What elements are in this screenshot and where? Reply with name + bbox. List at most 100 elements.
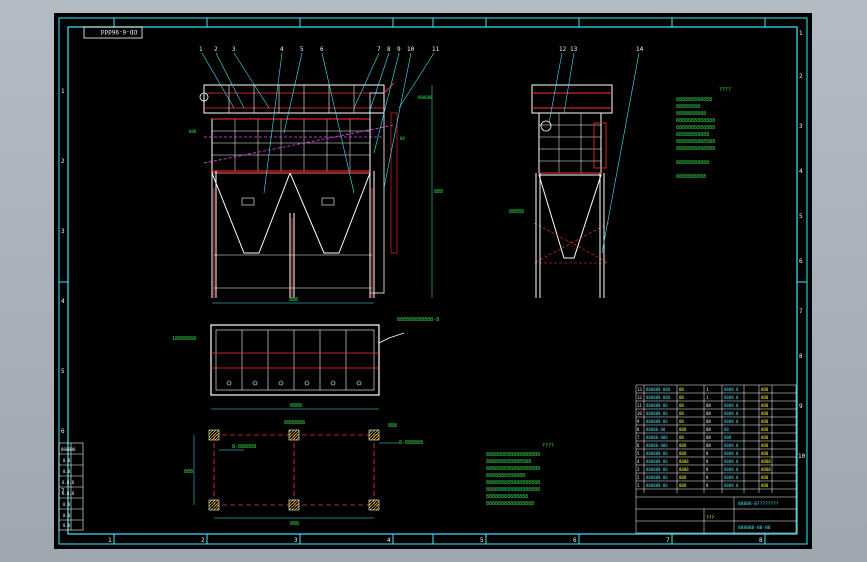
bom-cell: 3: [637, 467, 640, 472]
drawing-canvas[interactable]: 1 2 3 4 5 6 7 8 1 2 3 4 5 6 7 8 9 10 1 2…: [54, 13, 812, 549]
bom-cell: 8888: [679, 467, 689, 472]
table-row: 10 888888-88 88 88 8888-8 888: [637, 411, 769, 416]
note-line: 888888888888: [676, 97, 712, 103]
bom-cell: 8888-8: [724, 395, 739, 400]
revision-cell: 8.8: [63, 523, 71, 528]
table-row: 9 888888-88 88 88 8888-8 888: [637, 419, 769, 424]
bom-table[interactable]: [635, 384, 797, 534]
frame-number: 1: [799, 30, 803, 37]
frame-number: 5: [799, 213, 803, 220]
front-view[interactable]: 888888 88 888: [189, 52, 435, 304]
foundation-label: 8-888888: [232, 444, 256, 450]
callout-label: 6: [320, 46, 324, 53]
svg-text:888888: 888888: [418, 95, 433, 100]
frame-number: 3: [61, 228, 65, 235]
revision-cell: 8.8: [63, 502, 71, 507]
title-tab: DD-6-96ddd: [83, 26, 143, 39]
plan-view[interactable]: [210, 324, 405, 410]
bom-cell: 88: [706, 403, 711, 408]
bom-cell: 8888-8: [724, 467, 739, 472]
callout-label: 11: [432, 46, 440, 53]
bom-cell: 88: [706, 419, 711, 424]
frame-number: 2: [201, 537, 205, 544]
bom-cell: 8888: [761, 459, 771, 464]
bom-cell: 88: [706, 427, 711, 432]
note-line: 8888888888: [676, 111, 706, 117]
bom-cell: 888888-88: [646, 459, 668, 464]
bom-cell: 888: [679, 443, 687, 448]
note-line: 88888888888: [676, 160, 709, 166]
foundation-label: 8888888: [284, 420, 305, 426]
side-view[interactable]: [531, 52, 640, 298]
note-line: 8888888888888888: [486, 501, 534, 507]
technical-notes: ???? 888888888888 88888888 8888888888 88…: [676, 87, 731, 180]
title-tab-text: DD-6-96ddd: [100, 28, 137, 35]
table-row: 11 888888-88 88 88 8888-8 888: [637, 403, 769, 408]
callout-label: 1: [199, 46, 203, 53]
callout-label: 3: [232, 46, 236, 53]
callout-label: 14: [636, 46, 644, 53]
bom-cell: 88888-888: [646, 443, 668, 448]
bom-cell: 88: [706, 435, 711, 440]
bom-cell: 88: [679, 395, 684, 400]
bom-cell: 888888-88: [646, 475, 668, 480]
bom-cell: 8: [706, 459, 709, 464]
bom-cell: 88: [706, 443, 711, 448]
bom-cell: 888888-88: [646, 419, 668, 424]
bom-cell: 1: [637, 483, 640, 488]
revision-cell: 8.8: [63, 469, 71, 474]
bom-cell: 88: [679, 403, 684, 408]
bom-cell: 88: [706, 411, 711, 416]
frame-number: 1: [108, 537, 112, 544]
bom-cell: 888: [761, 411, 769, 416]
front-view-callouts: 1 2 3 4 5 6 7 8 9 10 11 888 888: [199, 46, 443, 303]
note-line: 8888888888888: [486, 473, 525, 479]
bom-cell: 88888-88: [646, 427, 666, 432]
table-row: 6 88888-888 888 88 8888-8 888: [637, 443, 769, 448]
bom-cell: 888: [761, 427, 769, 432]
foundation-labels: 8888888 888 888 8-888888 888 8-888888: [184, 420, 423, 527]
frame-number: 9: [799, 403, 803, 410]
frame-number: 4: [61, 298, 65, 305]
frame-number: 10: [798, 453, 806, 460]
bom-cell: 888: [679, 451, 687, 456]
table-row: 8 88888-88 888 88 88 888: [637, 427, 769, 432]
dim-label: 888: [290, 521, 299, 527]
frame-number: 8: [759, 537, 763, 544]
foundation-view[interactable]: [193, 429, 399, 519]
frame-number: 5: [480, 537, 484, 544]
note-line: 8888888888888: [676, 139, 715, 145]
left-revision-labels: 888888 8.8 8.8 8.8.8 8.8.8 8.8 8.8 8.8: [61, 447, 76, 528]
frame-number: 2: [61, 158, 65, 165]
note-line: 888888888888888888: [486, 466, 540, 472]
table-row: 4 888888-88 8888 8 8888-8 8888: [637, 459, 771, 464]
foundation-label: 8-888888: [399, 440, 423, 446]
svg-text:888: 888: [189, 129, 197, 134]
note-line: 88888888888: [676, 132, 709, 138]
drawing-number: 888888-88-88: [738, 525, 771, 531]
table-row: 7 88888-888 88 88 888 888: [637, 435, 769, 440]
bom-cell: 8: [706, 483, 709, 488]
frame-ticks-top: [113, 18, 766, 27]
frame-number: 3: [294, 537, 298, 544]
note-line: 8888888888888: [676, 146, 715, 152]
notes-title: ????: [719, 87, 731, 93]
frame-number: 4: [387, 537, 391, 544]
frame-number: 1: [61, 88, 65, 95]
frame-bottom-numbers: 1 2 3 4 5 6 7 8: [108, 537, 763, 544]
frame-number: 6: [573, 537, 577, 544]
bom-cell: 888888-88: [646, 467, 668, 472]
bom-cell: 8888-8: [724, 451, 739, 456]
side-label: 88888: [509, 209, 524, 215]
left-revision-block: [58, 442, 84, 531]
bom-cell: 8888: [761, 467, 771, 472]
svg-text:88: 88: [400, 136, 405, 141]
bom-cell: 888: [761, 483, 769, 488]
table-row: 12 888888-888 88 1 8888-8 888: [637, 395, 769, 400]
bom-cell: 8: [706, 451, 709, 456]
frame-left-numbers: 1 2 3 4 5 6 7: [61, 88, 65, 495]
callout-label: 7: [377, 46, 381, 53]
callout-label: 10: [407, 46, 415, 53]
drawing-code: 88888-8????????: [738, 501, 779, 507]
